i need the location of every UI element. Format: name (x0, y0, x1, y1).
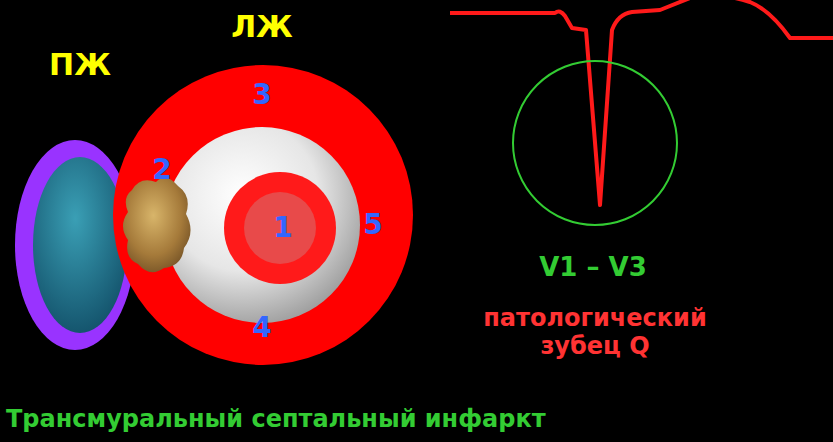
q-wave-highlight (513, 61, 677, 225)
ecg-trace (450, 0, 833, 205)
caption: Трансмуральный септальный инфаркт (6, 406, 546, 434)
left-ventricle (113, 65, 413, 365)
cavity-center (244, 192, 316, 264)
left-ventricle-wall-ring (164, 127, 360, 323)
ventricle-label: ЛЖ (231, 10, 293, 45)
callout-number: 2 (152, 154, 171, 186)
ventricle-label: ПЖ (49, 48, 111, 83)
callout-number: 1 (273, 212, 292, 244)
callout-number: 3 (252, 79, 271, 111)
lead-label: V1 – V3 (539, 253, 647, 283)
infarct-zone (123, 178, 191, 272)
right-ventricle-cavity (33, 157, 127, 333)
left-ventricle-cavity (224, 172, 336, 284)
callout-number: 4 (252, 312, 271, 344)
callout-number: 5 (363, 209, 382, 241)
finding-label: патологический зубец Q (480, 305, 710, 360)
